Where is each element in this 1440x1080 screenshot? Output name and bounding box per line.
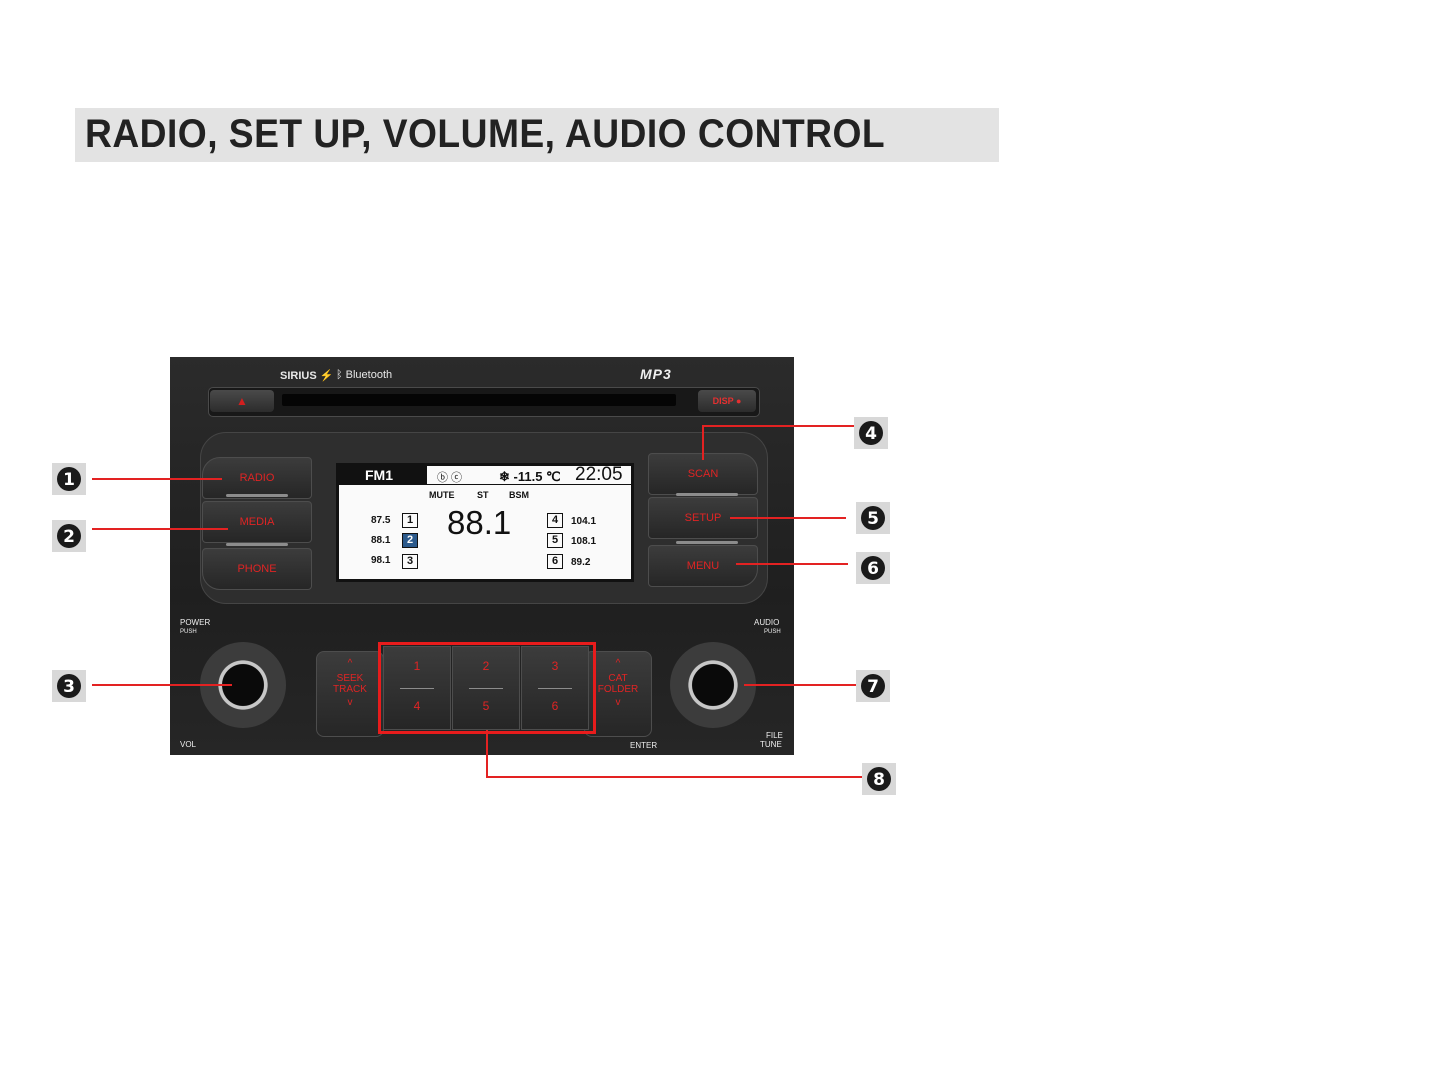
audio-push-label: PUSH [764,628,781,636]
callout-badge-8: 8 [862,763,896,795]
disp-button[interactable]: DISP ● [698,390,756,412]
badge-number: 6 [867,559,879,579]
callout-badge-2: 2 [52,520,86,552]
enter-label: ENTER [630,741,657,750]
clock: 22:05 [575,464,623,486]
preset-bottom-label: 5 [453,699,519,713]
callout-line-3 [92,684,232,686]
brand-bluetooth: ᛒ Bluetooth [336,369,392,381]
brand-sirius: SIRIUS ⚡ [280,369,333,382]
callout-line-8 [486,776,864,778]
callout-line-6 [736,563,848,565]
callout-line-8-drop [486,730,488,776]
cd-slot [282,394,676,406]
seek-label: SEEK [317,673,383,684]
preset-top-label: 1 [384,659,450,673]
callout-badge-7: 7 [856,670,890,702]
callout-badge-1: 1 [52,463,86,495]
preset-button-group: 1 4 2 5 3 6 [378,642,596,734]
preset-number: 6 [547,554,563,569]
preset-number: 1 [402,513,418,528]
current-frequency: 88.1 [447,504,511,542]
tune-label: TUNE [760,741,782,749]
mute-flag: MUTE [429,490,455,500]
callout-line-4 [702,425,854,427]
preset-number-active: 2 [402,533,418,548]
track-label: TRACK [317,684,383,695]
vol-label: VOL [180,741,196,749]
divider [538,688,572,689]
lcd-display: FM1 ⓑ ⓒ ❄ -11.5 ℃ 22:05 MUTE ST BSM 88.1… [336,463,634,582]
power-label: POWER [180,619,210,627]
callout-line-5 [730,517,846,519]
preset-button-2-5[interactable]: 2 5 [452,646,520,730]
eject-button[interactable]: ▲ [210,390,274,412]
preset-freq: 108.1 [571,536,596,547]
divider [676,541,738,544]
divider [226,494,288,497]
display-header: FM1 ⓑ ⓒ ❄ -11.5 ℃ 22:05 [339,466,631,485]
seek-track-button[interactable]: ^ SEEK TRACK v [316,651,384,737]
preset-top-label: 2 [453,659,519,673]
preset-freq: 88.1 [371,535,390,546]
power-push-label: PUSH [180,628,197,636]
menu-button[interactable]: MENU [648,545,758,587]
title-bar: RADIO, SET UP, VOLUME, AUDIO CONTROL [75,108,999,162]
preset-freq: 87.5 [371,515,390,526]
chevron-down-icon: v [317,697,383,708]
badge-number: 8 [873,770,885,790]
badge-number: 4 [865,424,877,444]
preset-freq: 104.1 [571,516,596,527]
bluetooth-cd-icon: ⓑ ⓒ [437,469,462,485]
divider [469,688,503,689]
callout-line-4-drop [702,425,704,460]
preset-number: 5 [547,533,563,548]
divider [226,543,288,546]
divider [400,688,434,689]
phone-button[interactable]: PHONE [202,548,312,590]
preset-freq: 89.2 [571,557,590,568]
preset-number: 4 [547,513,563,528]
preset-button-3-6[interactable]: 3 6 [521,646,589,730]
stereo-flag: ST [477,490,489,500]
band-label: FM1 [339,466,427,484]
callout-line-7 [744,684,856,686]
callout-badge-4: 4 [854,417,888,449]
audio-label: AUDIO [754,619,779,627]
radio-head-unit: SIRIUS ⚡ ᛒ Bluetooth MP3 ▲ DISP ● RADIO … [170,357,794,755]
callout-line-2 [92,528,228,530]
bsm-flag: BSM [509,490,529,500]
badge-number: 5 [867,509,879,529]
media-button[interactable]: MEDIA [202,501,312,543]
brand-mp3: MP3 [640,366,672,382]
preset-bottom-label: 4 [384,699,450,713]
badge-number: 2 [63,527,75,547]
chevron-up-icon: ^ [317,658,383,669]
badge-number: 7 [867,677,879,697]
callout-badge-3: 3 [52,670,86,702]
preset-bottom-label: 6 [522,699,588,713]
badge-number: 1 [63,470,75,490]
preset-top-label: 3 [522,659,588,673]
callout-line-1 [92,478,222,480]
preset-freq: 98.1 [371,555,390,566]
temperature-readout: ❄ -11.5 ℃ [499,469,561,485]
callout-badge-5: 5 [856,502,890,534]
divider [676,493,738,496]
page-title: RADIO, SET UP, VOLUME, AUDIO CONTROL [85,112,885,157]
preset-button-1-4[interactable]: 1 4 [383,646,451,730]
preset-number: 3 [402,554,418,569]
badge-number: 3 [63,677,75,697]
file-label: FILE [766,732,783,740]
callout-badge-6: 6 [856,552,890,584]
